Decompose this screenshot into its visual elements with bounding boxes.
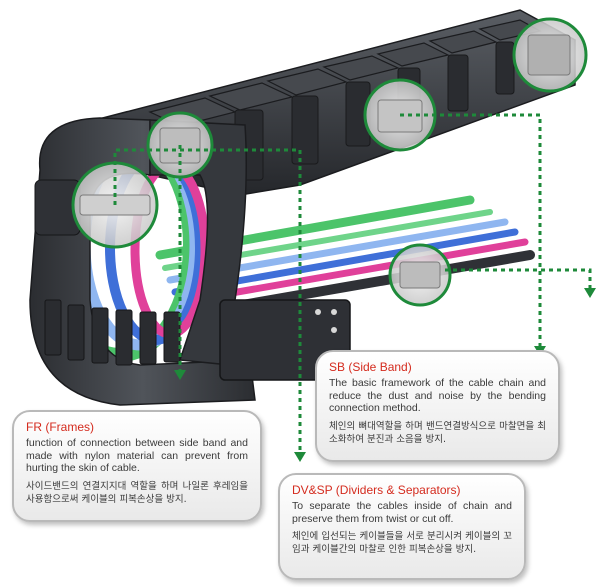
dividers-title: DV&SP (Dividers & Separators) [292,483,461,497]
frames-text-ko: 사이드밴드의 연결지지대 역할을 하며 나일론 후레임을 사용함으로써 케이블의… [26,480,248,505]
frames-title: FR (Frames) [26,420,94,434]
callout-dividers-separators: DV&SP (Dividers & Separators) To separat… [278,473,526,580]
side-band-title: SB (Side Band) [329,360,412,374]
frames-text-en: function of connection between side band… [26,437,248,474]
dividers-text-ko: 체인에 입선되는 케이블들을 서로 분리시켜 케이블의 꼬임과 케이블간의 마찰… [292,531,512,555]
callout-side-band: SB (Side Band) The basic framework of th… [315,350,560,462]
leader-lines [113,113,592,455]
dividers-text-en: To separate the cables inside of chain a… [292,500,512,525]
side-band-text-ko: 체인의 뼈대역할을 하며 밴드연결방식으로 마찰면을 최소화하여 분진과 소음을… [329,420,546,445]
side-band-text-en: The basic framework of the cable chain a… [329,377,546,414]
callout-frames: FR (Frames) function of connection betwe… [12,410,262,522]
